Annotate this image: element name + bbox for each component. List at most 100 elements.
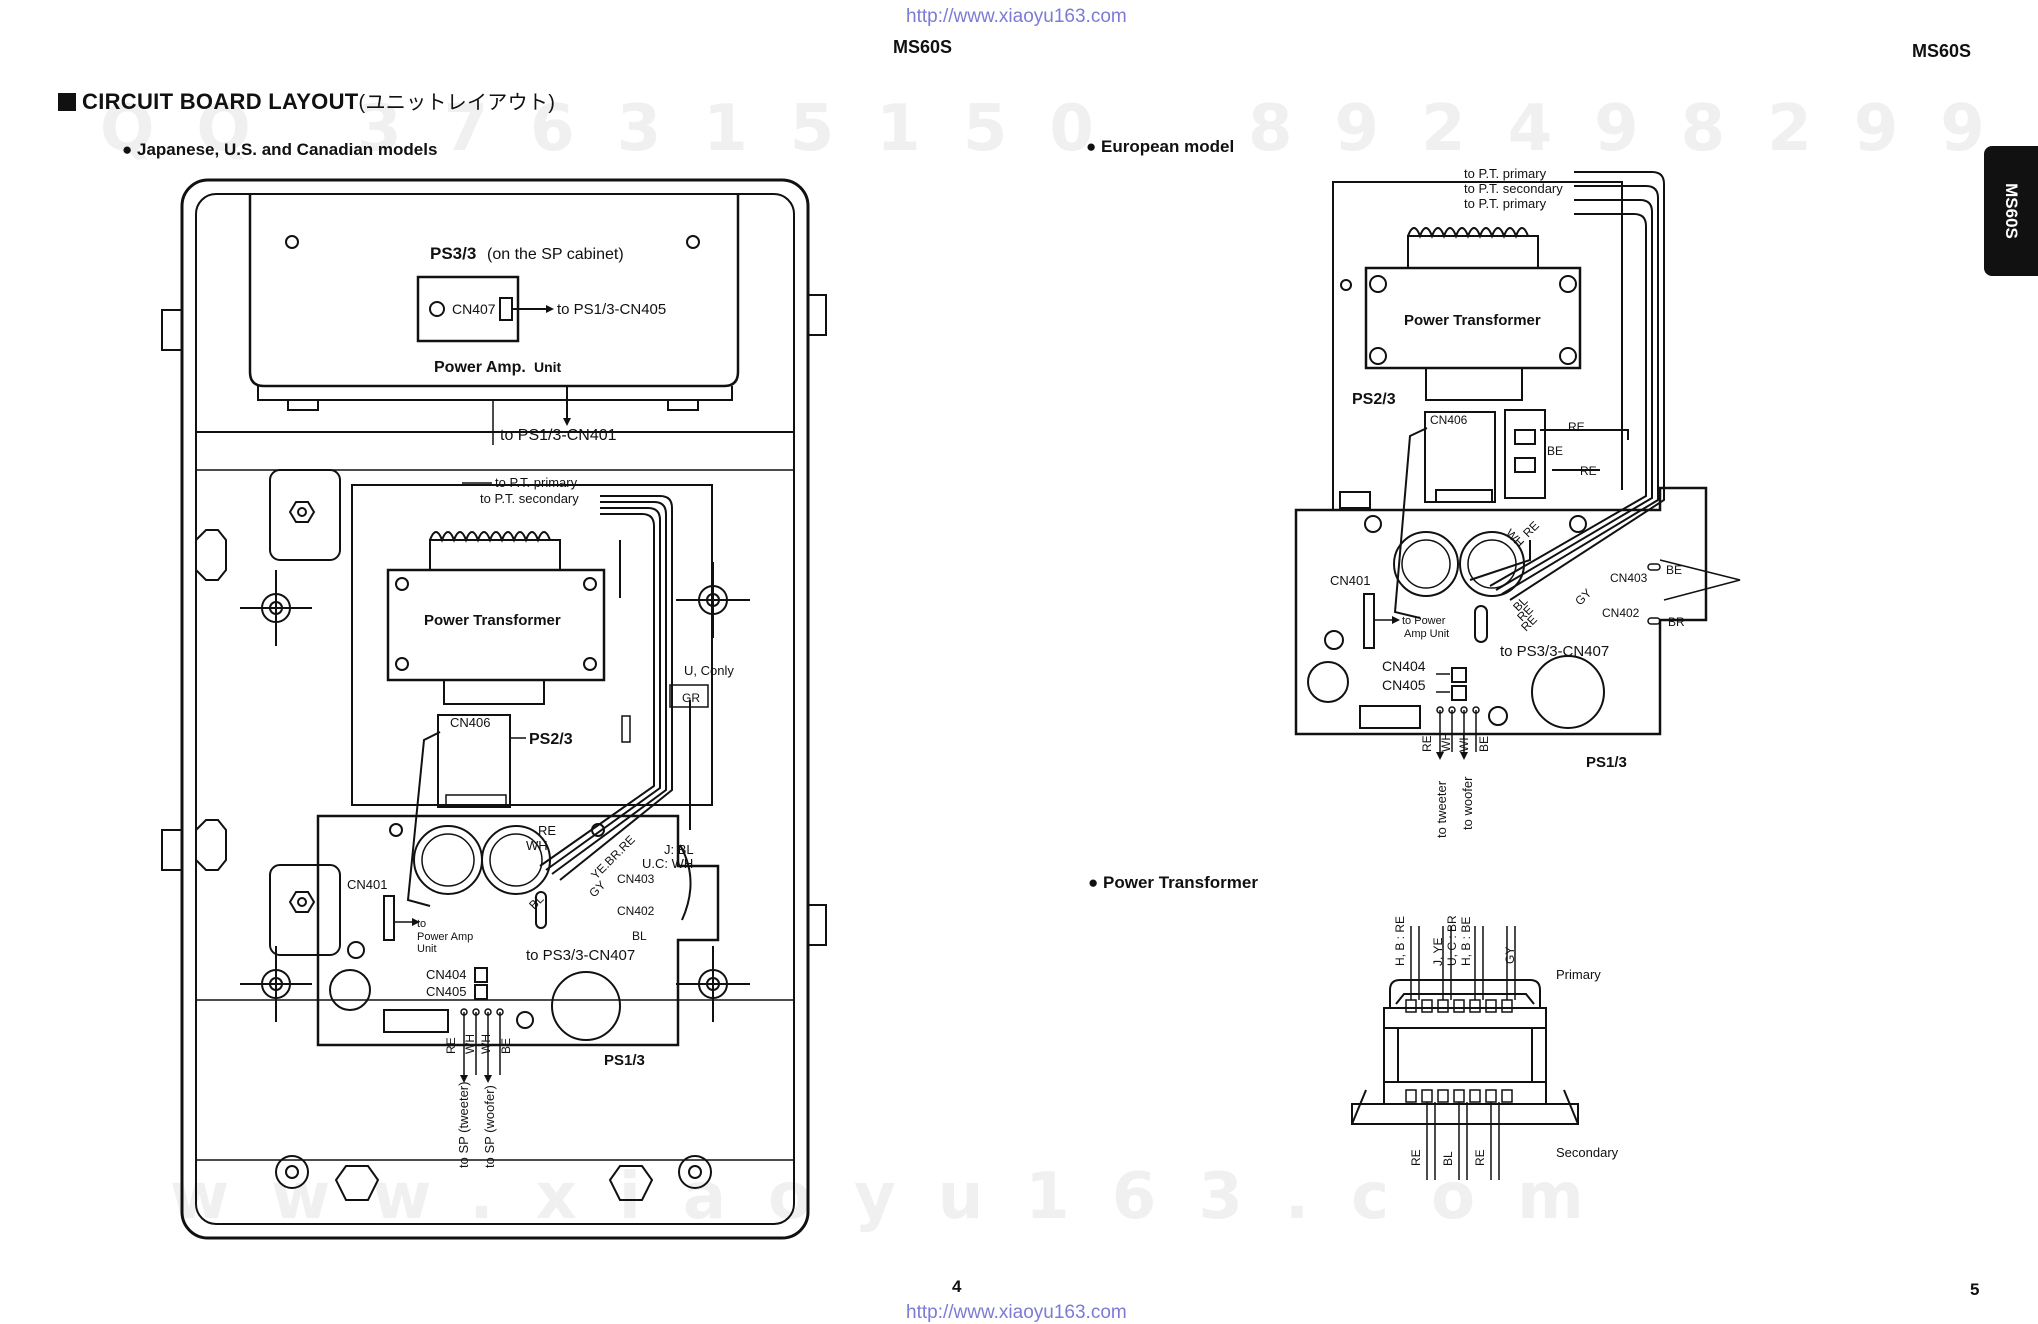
section-title: CIRCUIT BOARD LAYOUT(ユニットレイアウト): [58, 86, 555, 115]
ps33-note: (on the SP cabinet): [487, 246, 624, 263]
ps33-title: PS3/3: [430, 244, 476, 263]
power-transformer-text: Power Transformer: [1103, 873, 1258, 892]
td-uc-br: U, C : BR: [1445, 915, 1459, 966]
right-power-transformer: Power Transformer: [1364, 227, 1582, 401]
side-tab: MS60S: [1984, 146, 2038, 276]
left-wire-wh1: WH: [463, 1034, 477, 1054]
right-ps13-label: PS1/3: [1586, 754, 1627, 771]
left-to-sp-woofer: to SP (woofer): [482, 1085, 497, 1168]
left-unit-label: Unit: [417, 943, 437, 955]
power-amp-label: Power Amp.: [434, 359, 526, 376]
left-bl-label: BL: [526, 892, 547, 913]
label-power-transformer: ● Power Transformer: [1088, 873, 1258, 892]
right-to-power-label: to Power: [1402, 615, 1446, 627]
cn407-label: CN407: [452, 301, 496, 317]
left-to-pt-primary: to P.T. primary: [495, 475, 578, 490]
left-mounting-hardware: [195, 469, 750, 1201]
left-to-ps33-cn407: to PS3/3-CN407: [526, 947, 635, 964]
title-text: CIRCUIT BOARD LAYOUT: [82, 89, 359, 114]
right-cn403-label: CN403: [1610, 571, 1648, 585]
left-speaker-leads: [460, 1008, 504, 1075]
left-wire-be: BE: [499, 1038, 513, 1054]
right-re1-label: RE: [1568, 420, 1585, 434]
right-cn405-label: CN405: [1382, 677, 1426, 693]
td-gy: GY: [1503, 947, 1517, 964]
model-left: MS60S: [893, 37, 953, 57]
right-to-pt-secondary: to P.T. secondary: [1464, 181, 1563, 196]
td-secondary: Secondary: [1556, 1145, 1619, 1160]
right-cn404-label: CN404: [1382, 658, 1426, 674]
left-cn402-label: CN402: [617, 904, 655, 918]
left-bl2-label: BL: [632, 929, 647, 943]
url-bottom[interactable]: http://www.xiaoyu163.com: [906, 1302, 1127, 1323]
url-top[interactable]: http://www.xiaoyu163.com: [906, 6, 1127, 27]
left-uc-wh-label: U.C: WH: [642, 856, 693, 871]
right-ps23-label: PS2/3: [1352, 391, 1396, 408]
right-frame: [1332, 181, 1623, 510]
left-power-amp-label: Power Amp: [417, 931, 473, 943]
page-number-left: 4: [952, 1277, 962, 1296]
left-ps23-board: CN406 PS2/3: [406, 714, 573, 907]
left-gy-label: GY: [586, 878, 608, 900]
title-jp: (ユニットレイアウト): [358, 92, 556, 114]
left-cn401-label: CN401: [347, 877, 387, 892]
right-ps23-board: [1393, 409, 1546, 619]
right-to-woofer: to woofer: [1460, 776, 1475, 830]
left-wire-re: RE: [444, 1037, 458, 1054]
right-to-tweeter: to tweeter: [1434, 780, 1449, 838]
left-power-transformer-label: Power Transformer: [424, 612, 561, 629]
ps33-board: PS3/3 (on the SP cabinet) CN407 to PS1/3…: [416, 244, 666, 376]
right-wire-wh2: WH: [1457, 732, 1471, 752]
bullet-square-icon: [58, 93, 76, 111]
to-ps13-cn401-label: to PS1/3-CN401: [500, 427, 617, 444]
left-power-transformer: Power Transformer: [386, 531, 606, 705]
page-number-right: 5: [1970, 1280, 1980, 1299]
left-cn405-label: CN405: [426, 984, 466, 999]
right-be2-label: BE: [1666, 563, 1682, 577]
left-cn404-label: CN404: [426, 967, 466, 982]
left-re-label: RE: [538, 823, 556, 838]
label-european-model: ● European model: [1086, 137, 1235, 156]
watermark-site: www.xiaoyu163.com: [170, 1160, 1626, 1234]
left-to-label: to: [417, 918, 426, 930]
td-primary: Primary: [1556, 967, 1601, 982]
to-ps13-cn405-label: to PS1/3-CN405: [557, 301, 666, 318]
td-hb-be: H, B : BE: [1459, 917, 1473, 966]
left-to-sp-tweeter: to SP (tweeter): [456, 1082, 471, 1168]
right-to-ps33-cn407: to PS3/3-CN407: [1500, 643, 1609, 660]
watermark-qq-left: QQ 376315150: [100, 92, 1136, 166]
left-ps13-board: [316, 814, 720, 1047]
right-br-label: BR: [1668, 615, 1685, 629]
left-cn406-label: CN406: [450, 715, 490, 730]
gr-label: GR: [682, 691, 700, 705]
watermark-qq-right: 892498299: [1248, 92, 2027, 166]
left-wire-wh2: WH: [479, 1034, 493, 1054]
td-re1: RE: [1409, 1149, 1423, 1166]
transformer-detail: H, B : RE J, YE U, C : BR H, B : BE GY P…: [1351, 915, 1619, 1180]
right-wire-harness: [1469, 171, 1665, 601]
left-cabinet: [161, 178, 827, 1240]
left-wh-label: WH: [526, 838, 548, 853]
right-re2-label: RE: [1580, 464, 1597, 478]
right-be1-label: BE: [1547, 444, 1563, 458]
right-cn402-label: CN402: [1602, 606, 1640, 620]
right-to-pt-primary-2: to P.T. primary: [1464, 196, 1547, 211]
left-j-bl-label: J: BL: [664, 842, 694, 857]
left-ps23-label: PS2/3: [529, 731, 573, 748]
right-to-pt-primary-1: to P.T. primary: [1464, 166, 1547, 181]
unit-label: Unit: [534, 359, 562, 375]
right-cn406-label: CN406: [1430, 413, 1468, 427]
model-right: MS60S: [1912, 41, 1972, 61]
td-hb-re: H, B : RE: [1393, 916, 1407, 966]
right-amp-unit-label: Amp Unit: [1404, 628, 1449, 640]
european-model-text: European model: [1101, 137, 1235, 156]
left-wire-harness: [539, 495, 691, 881]
td-bl: BL: [1441, 1151, 1455, 1166]
right-speaker-leads: [1436, 706, 1480, 752]
right-cn401-label: CN401: [1330, 573, 1370, 588]
japanese-models-text: Japanese, U.S. and Canadian models: [137, 140, 438, 159]
right-gy-label: GY: [1572, 586, 1594, 608]
left-ps13-label: PS1/3: [604, 1052, 645, 1069]
u-c-only-label: U, Conly: [684, 663, 734, 678]
